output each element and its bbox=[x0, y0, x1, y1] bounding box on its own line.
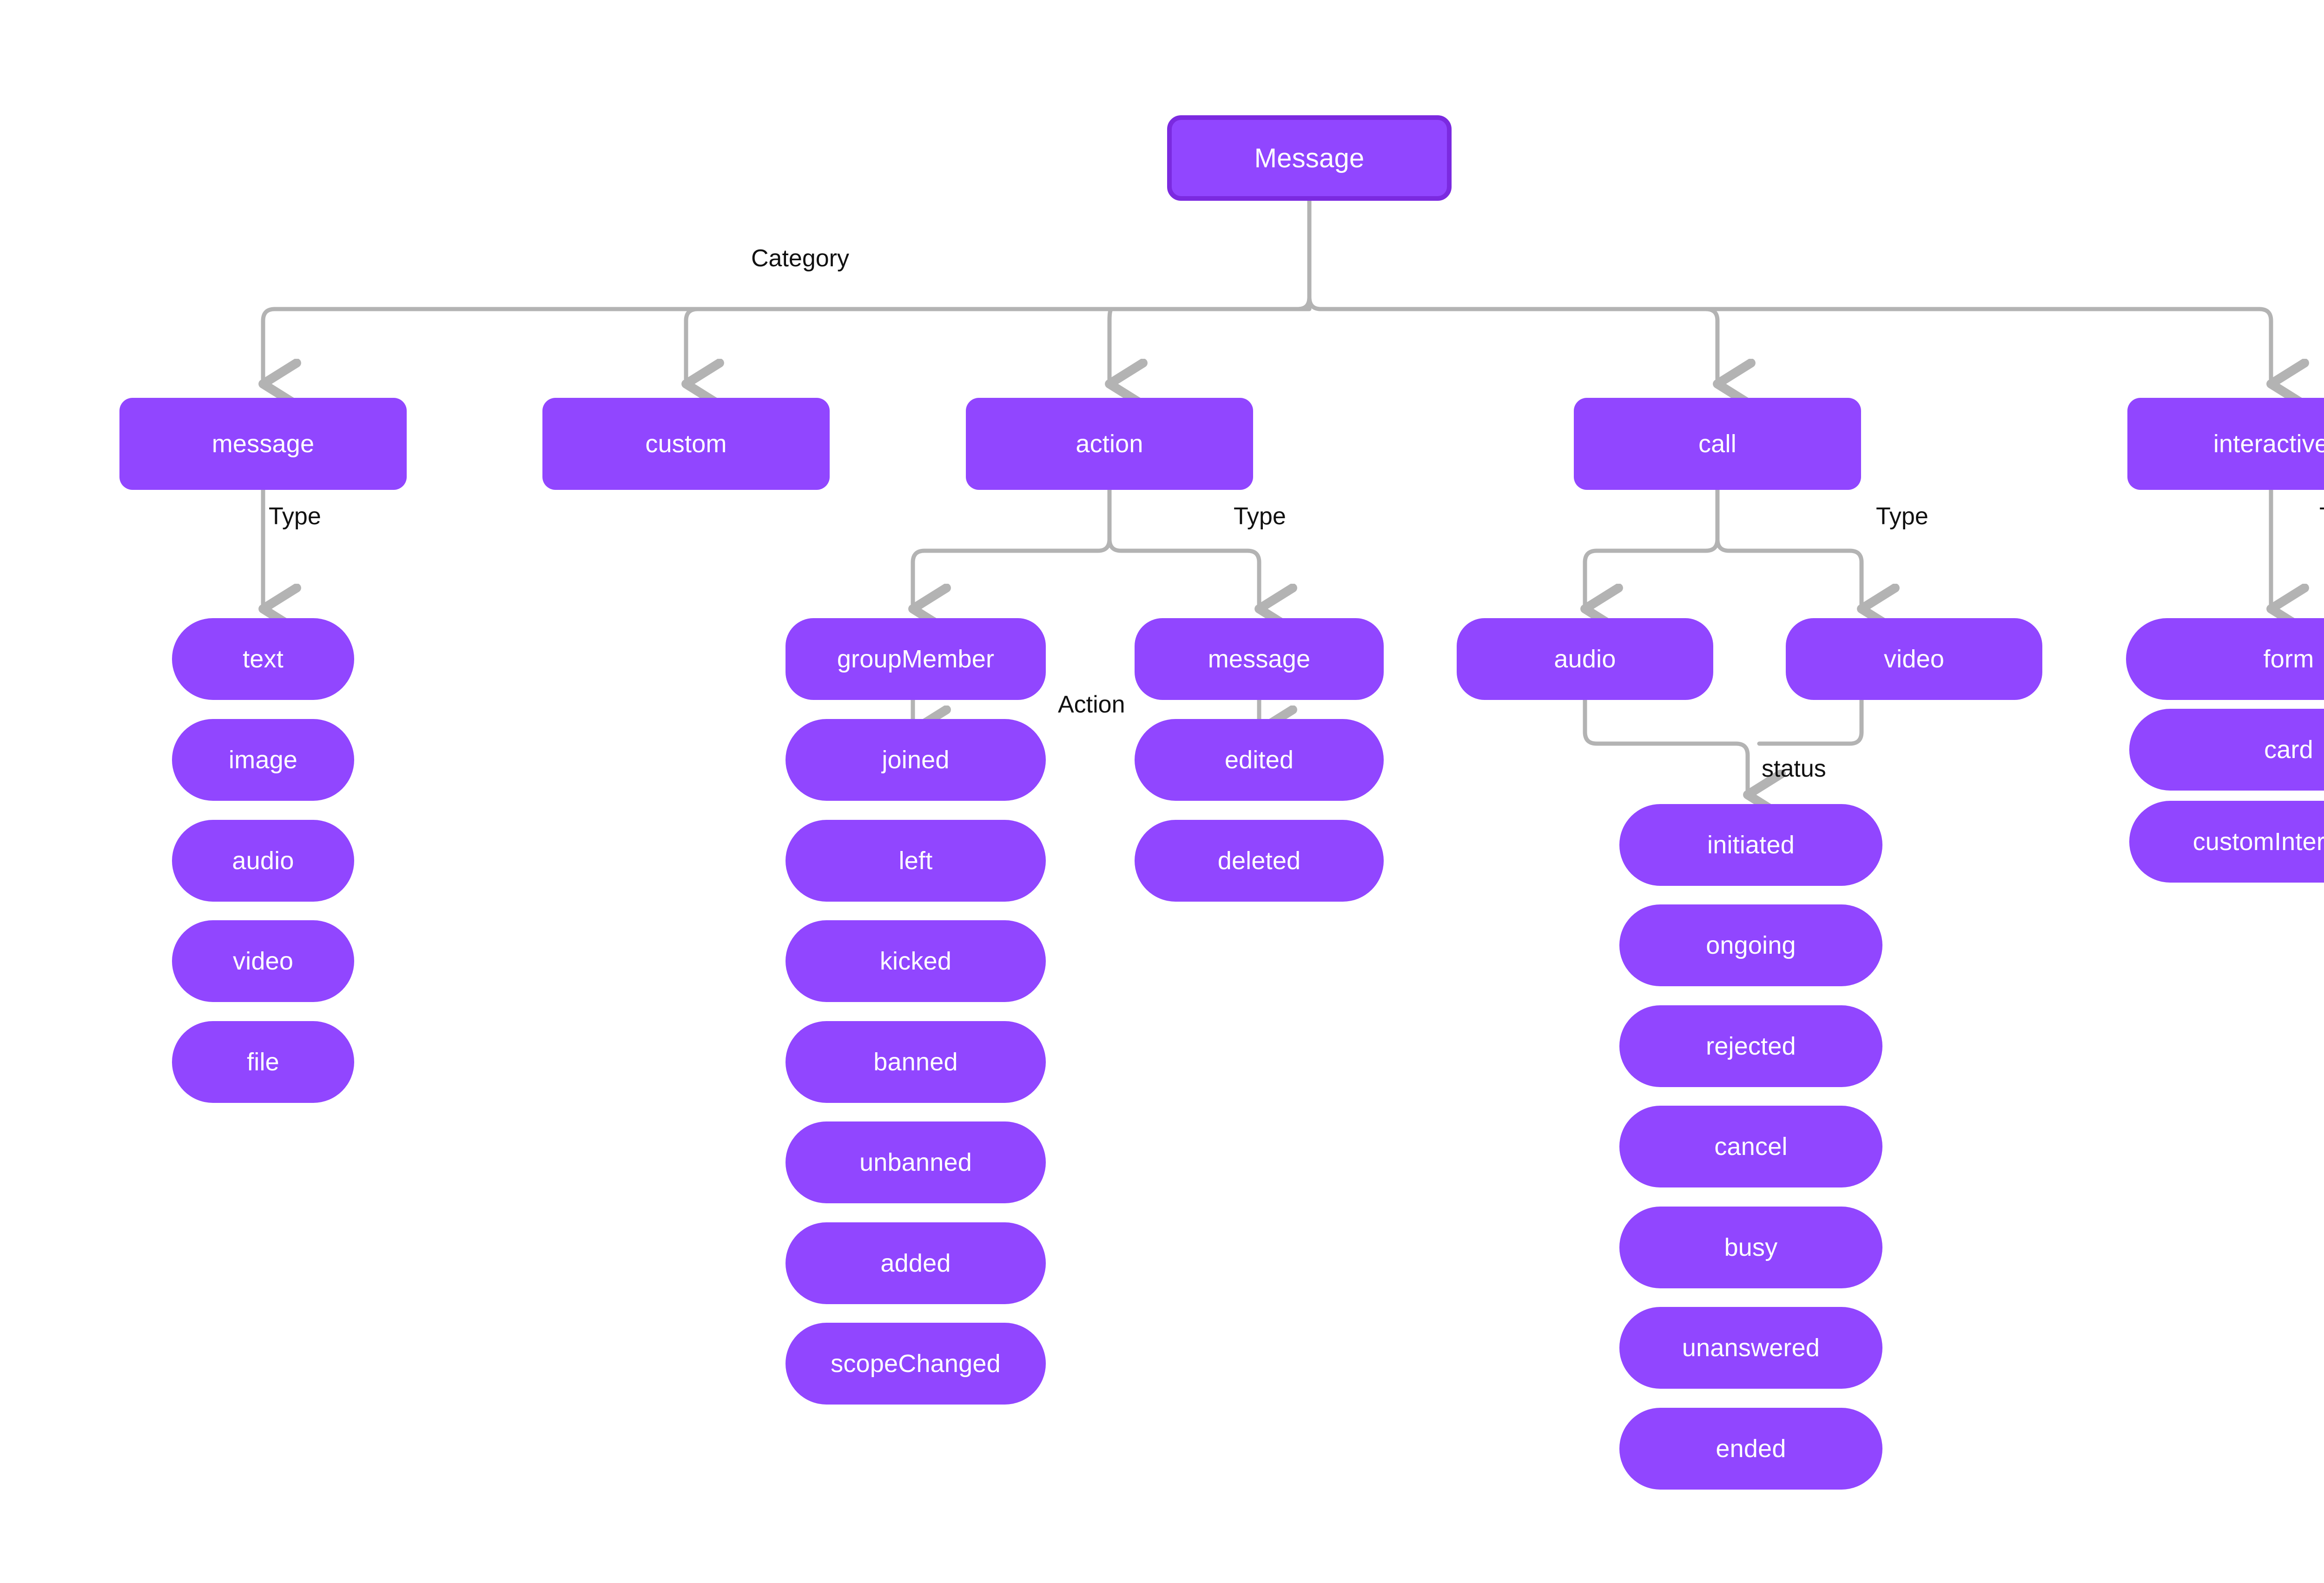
node-call-status-ended[interactable]: ended bbox=[1619, 1408, 1882, 1490]
node-label: image bbox=[228, 746, 298, 774]
node-category-action[interactable]: action bbox=[966, 398, 1253, 490]
edge-label-category: Category bbox=[751, 245, 849, 272]
node-message-type-text[interactable]: text bbox=[172, 618, 354, 700]
node-label: initiated bbox=[1707, 831, 1795, 859]
edge-label-type-action: Type bbox=[1234, 503, 1286, 530]
node-label: text bbox=[243, 645, 284, 673]
node-label: audio bbox=[1554, 645, 1616, 673]
node-label: left bbox=[898, 847, 933, 875]
node-action-deleted[interactable]: deleted bbox=[1135, 820, 1384, 902]
node-label: cancel bbox=[1714, 1133, 1788, 1161]
node-label: deleted bbox=[1217, 847, 1301, 875]
node-label: scopeChanged bbox=[831, 1350, 1001, 1378]
node-label: ongoing bbox=[1706, 931, 1796, 959]
node-label: video bbox=[1883, 645, 1945, 673]
node-interactive-type-card[interactable]: card bbox=[2129, 709, 2324, 791]
node-message-type-audio[interactable]: audio bbox=[172, 820, 354, 902]
node-category-custom[interactable]: custom bbox=[542, 398, 830, 490]
node-label: message bbox=[1208, 645, 1311, 673]
node-label: form bbox=[2263, 645, 2314, 673]
node-label: action bbox=[1076, 430, 1143, 458]
node-label: ended bbox=[1716, 1435, 1786, 1463]
node-label: edited bbox=[1224, 746, 1294, 774]
node-call-type-video[interactable]: video bbox=[1786, 618, 2042, 700]
node-interactive-type-custominteractive[interactable]: customInteractive bbox=[2129, 801, 2324, 883]
node-action-type-message[interactable]: message bbox=[1135, 618, 1384, 700]
node-action-edited[interactable]: edited bbox=[1135, 719, 1384, 801]
node-label: rejected bbox=[1706, 1032, 1796, 1060]
node-label: message bbox=[211, 430, 315, 458]
edge-label-type-interactive: Type bbox=[2319, 504, 2324, 528]
node-label: file bbox=[247, 1048, 279, 1076]
node-message-type-image[interactable]: image bbox=[172, 719, 354, 801]
node-action-unbanned[interactable]: unbanned bbox=[786, 1121, 1046, 1203]
node-action-type-groupmember[interactable]: groupMember bbox=[786, 618, 1046, 700]
node-label: Message bbox=[1254, 143, 1365, 173]
node-action-joined[interactable]: joined bbox=[786, 719, 1046, 801]
node-call-status-unanswered[interactable]: unanswered bbox=[1619, 1307, 1882, 1389]
node-label: banned bbox=[873, 1048, 958, 1076]
node-action-left[interactable]: left bbox=[786, 820, 1046, 902]
edge-label-type-message: Type bbox=[269, 503, 321, 530]
node-action-scopechanged[interactable]: scopeChanged bbox=[786, 1323, 1046, 1405]
node-action-kicked[interactable]: kicked bbox=[786, 920, 1046, 1002]
node-message-type-video[interactable]: video bbox=[172, 920, 354, 1002]
node-interactive-type-form[interactable]: form bbox=[2126, 618, 2324, 700]
node-category-message[interactable]: message bbox=[119, 398, 407, 490]
edge-label-action: Action bbox=[1058, 691, 1125, 718]
node-label: custom bbox=[645, 430, 727, 458]
node-label: audio bbox=[232, 847, 294, 875]
node-label: call bbox=[1698, 430, 1736, 458]
node-call-status-busy[interactable]: busy bbox=[1619, 1207, 1882, 1288]
node-message-type-file[interactable]: file bbox=[172, 1021, 354, 1103]
node-label: customInteractive bbox=[2192, 828, 2324, 856]
node-category-interactive[interactable]: interactive bbox=[2127, 398, 2324, 490]
node-label: unbanned bbox=[859, 1148, 972, 1176]
node-call-status-initiated[interactable]: initiated bbox=[1619, 804, 1882, 886]
node-action-banned[interactable]: banned bbox=[786, 1021, 1046, 1103]
node-action-added[interactable]: added bbox=[786, 1222, 1046, 1304]
node-call-status-rejected[interactable]: rejected bbox=[1619, 1005, 1882, 1087]
node-label: interactive bbox=[2213, 430, 2324, 458]
node-category-call[interactable]: call bbox=[1574, 398, 1861, 490]
node-call-status-ongoing[interactable]: ongoing bbox=[1619, 904, 1882, 986]
node-root-message[interactable]: Message bbox=[1167, 115, 1452, 201]
node-label: kicked bbox=[879, 947, 952, 975]
node-label: joined bbox=[882, 746, 950, 774]
node-label: added bbox=[880, 1249, 951, 1277]
node-label: video bbox=[232, 947, 294, 975]
node-label: unanswered bbox=[1682, 1334, 1820, 1362]
edge-label-type-call: Type bbox=[1876, 503, 1928, 530]
node-label: groupMember bbox=[837, 645, 995, 673]
node-label: busy bbox=[1724, 1233, 1778, 1261]
node-call-type-audio[interactable]: audio bbox=[1457, 618, 1713, 700]
node-label: card bbox=[2264, 736, 2313, 764]
node-call-status-cancel[interactable]: cancel bbox=[1619, 1106, 1882, 1187]
edge-label-status: status bbox=[1762, 755, 1826, 782]
